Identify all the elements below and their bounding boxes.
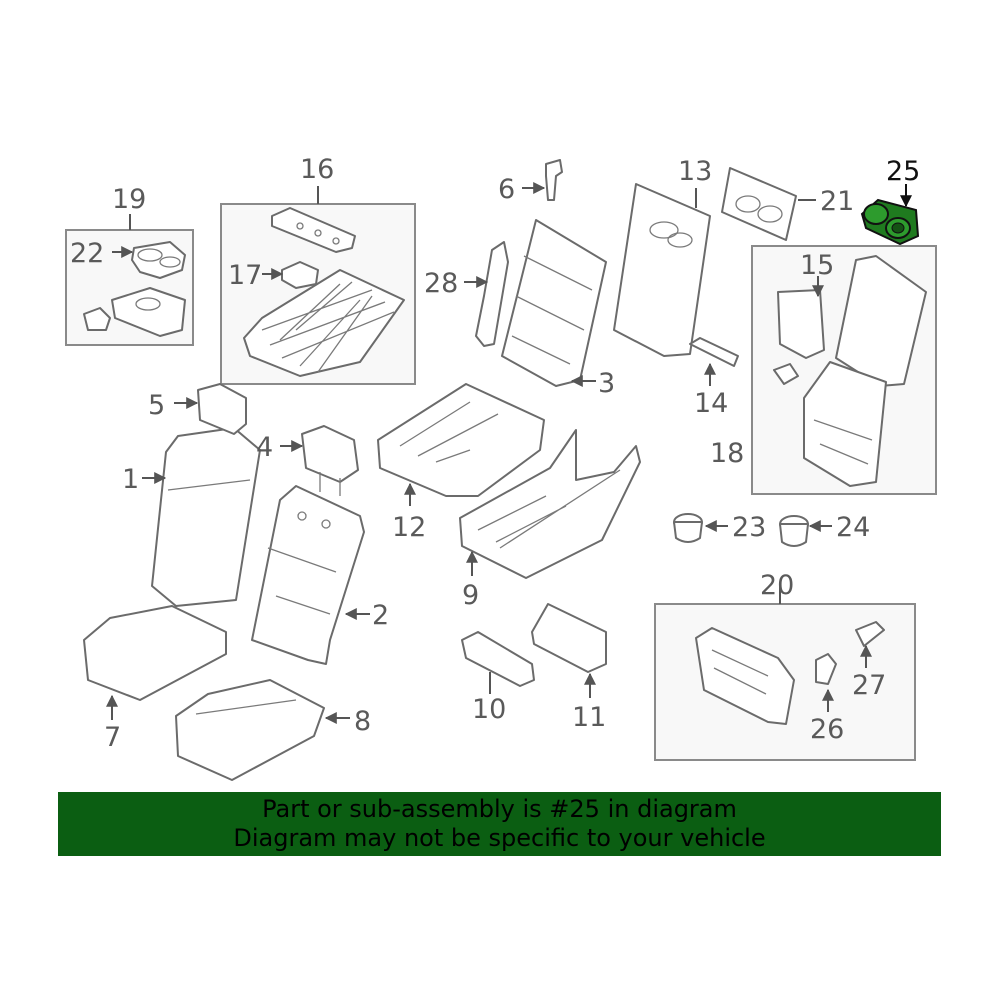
callout-16[interactable]: 16 [300, 154, 334, 185]
callout-12[interactable]: 12 [392, 512, 426, 543]
callout-25[interactable]: 25 [886, 156, 920, 187]
part-4-headrest[interactable] [301, 425, 359, 496]
part-12-console-housing[interactable] [377, 383, 545, 497]
callout-19[interactable]: 19 [112, 184, 146, 215]
callout-11[interactable]: 11 [572, 702, 606, 733]
part-25-cup-holder[interactable] [860, 198, 920, 246]
part-18-lid[interactable] [835, 255, 927, 387]
part-9-console-frame[interactable] [459, 429, 641, 579]
callout-17[interactable]: 17 [228, 260, 262, 291]
callout-13[interactable]: 13 [678, 156, 712, 187]
callout-23[interactable]: 23 [732, 512, 766, 543]
info-banner: Part or sub-assembly is #25 in diagram D… [58, 792, 941, 856]
part-7-seat-cushion[interactable] [83, 605, 227, 701]
banner-line-1: Part or sub-assembly is #25 in diagram [262, 795, 737, 823]
part-20-bin[interactable] [695, 627, 795, 725]
callout-8[interactable]: 8 [354, 706, 371, 737]
callout-2[interactable]: 2 [372, 600, 389, 631]
part-16-mat[interactable] [243, 269, 405, 377]
part-23-cup-insert[interactable] [673, 513, 703, 543]
callout-7[interactable]: 7 [104, 722, 121, 753]
part-26-bulb[interactable] [815, 653, 837, 685]
part-18-clip[interactable] [773, 363, 799, 385]
part-18-bin[interactable] [803, 361, 887, 487]
part-17-knob[interactable] [281, 261, 319, 289]
callout-18[interactable]: 18 [710, 438, 744, 469]
part-1-seat-back[interactable] [151, 427, 261, 607]
part-19-clip[interactable] [83, 307, 111, 331]
part-13-back-panel[interactable] [613, 183, 711, 357]
part-14-trim-strip[interactable] [689, 337, 739, 367]
part-2-seat-back-frame[interactable] [251, 485, 365, 665]
part-28-bracket[interactable] [475, 241, 509, 347]
callout-10[interactable]: 10 [472, 694, 506, 725]
callout-15[interactable]: 15 [800, 250, 834, 281]
callout-27[interactable]: 27 [852, 670, 886, 701]
callout-24[interactable]: 24 [836, 512, 870, 543]
callout-5[interactable]: 5 [148, 390, 165, 421]
part-6-pin[interactable] [545, 159, 563, 201]
callout-26[interactable]: 26 [810, 714, 844, 745]
callout-22[interactable]: 22 [70, 238, 104, 269]
callout-4[interactable]: 4 [256, 432, 273, 463]
part-3-back-frame[interactable] [501, 219, 607, 387]
callout-6[interactable]: 6 [498, 174, 515, 205]
part-10-bracket[interactable] [461, 631, 535, 687]
part-21-bezel[interactable] [721, 167, 797, 241]
part-22-cup-holder[interactable] [131, 241, 186, 279]
callout-28[interactable]: 28 [424, 268, 458, 299]
callout-20[interactable]: 20 [760, 570, 794, 601]
part-24-cup-insert[interactable] [779, 515, 809, 547]
part-27-socket[interactable] [855, 621, 885, 647]
part-16-pad[interactable] [271, 207, 356, 253]
callout-14[interactable]: 14 [694, 388, 728, 419]
part-11-bracket[interactable] [531, 603, 607, 673]
callout-3[interactable]: 3 [598, 368, 615, 399]
part-19-bracket[interactable] [111, 287, 186, 337]
callout-21[interactable]: 21 [820, 186, 854, 217]
callout-1[interactable]: 1 [122, 464, 139, 495]
callout-9[interactable]: 9 [462, 580, 479, 611]
part-5-headrest[interactable] [197, 383, 247, 435]
part-8-seat-cushion[interactable] [175, 679, 325, 781]
banner-line-2: Diagram may not be specific to your vehi… [233, 824, 766, 852]
